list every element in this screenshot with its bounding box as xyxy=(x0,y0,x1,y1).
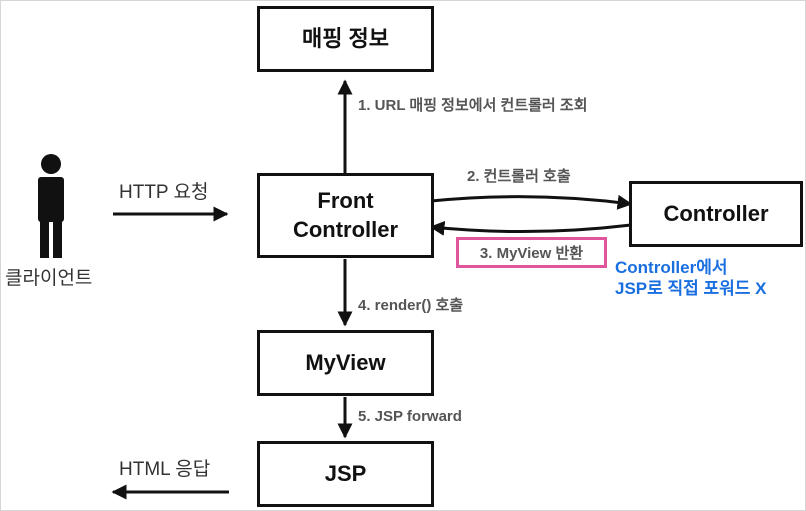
note-line1: Controller에서 xyxy=(615,258,728,277)
step4-label: 4. render() 호출 xyxy=(358,297,464,314)
step3-label: 3. MyView 반환 xyxy=(479,245,584,262)
arrow-return-myview xyxy=(429,220,632,236)
controller-box: Controller xyxy=(629,181,803,247)
front-controller-box: Front Controller xyxy=(257,173,434,258)
mapping-info-box: 매핑 정보 xyxy=(257,6,434,72)
jsp-box: JSP xyxy=(257,441,434,507)
mapping-info-label: 매핑 정보 xyxy=(301,25,390,51)
arrow-call-controller xyxy=(430,194,633,210)
note-line2: JSP로 직접 포워드 X xyxy=(615,279,767,299)
front-controller-label-line2: Controller xyxy=(292,216,399,242)
http-request-label: HTTP 요청 xyxy=(119,182,209,203)
step3-highlight: 3. MyView 반환 xyxy=(456,237,607,268)
myview-label: MyView xyxy=(305,349,386,375)
front-controller-label-line1: Front xyxy=(317,187,374,213)
html-response-label: HTML 응답 xyxy=(119,459,211,480)
step5-label: 5. JSP forward xyxy=(358,408,462,425)
direct-forward-note: Controller에서 JSP로 직접 포워드 X xyxy=(615,257,766,300)
step2-label: 2. 컨트롤러 호출 xyxy=(467,168,571,185)
myview-box: MyView xyxy=(257,330,434,396)
controller-label: Controller xyxy=(663,200,769,226)
jsp-label: JSP xyxy=(324,460,367,486)
client-label: 클라이언트 xyxy=(5,268,93,289)
step1-label: 1. URL 매핑 정보에서 컨트롤러 조회 xyxy=(358,97,588,114)
person-icon xyxy=(38,154,64,258)
